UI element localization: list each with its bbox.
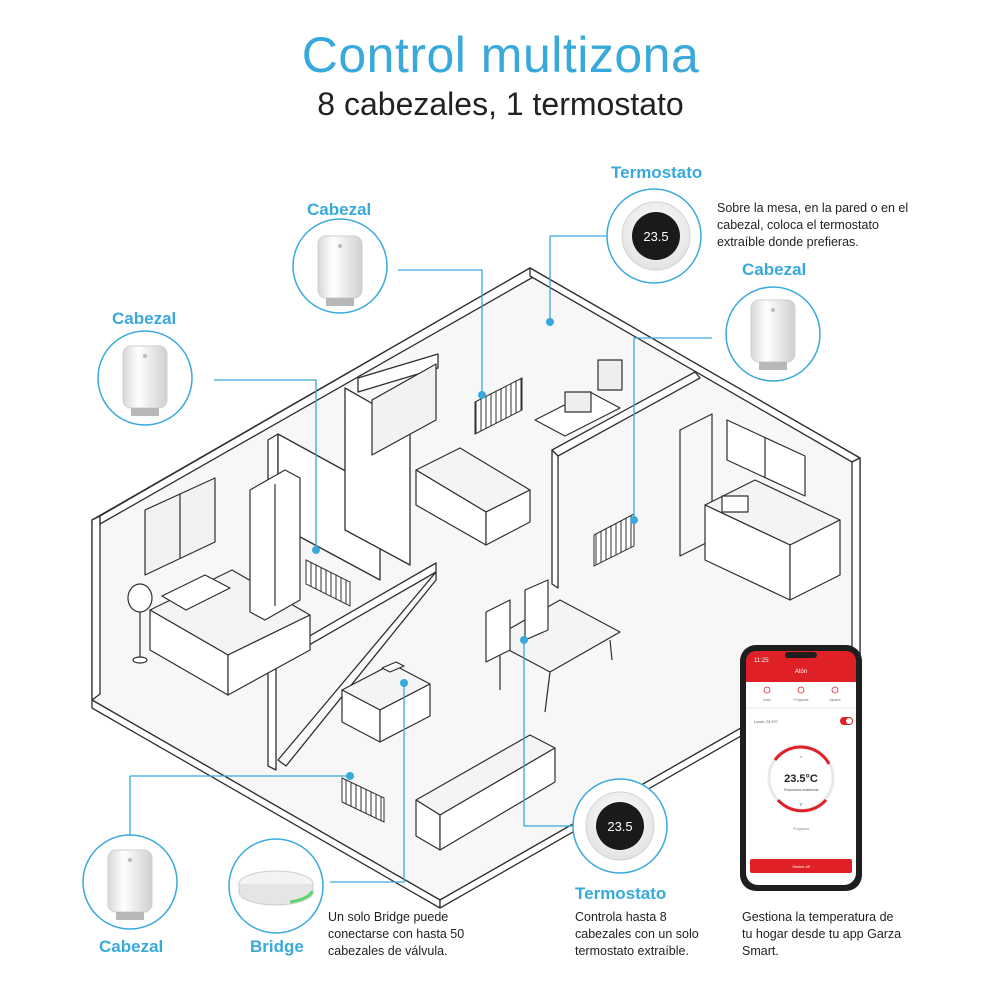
- app-switch-off-button: [750, 859, 852, 873]
- cabezal-top-icon: [292, 218, 388, 314]
- termostato-top-label: Termostato: [611, 163, 703, 182]
- callout-dots: [312, 318, 638, 780]
- termostato-top-icon: 23.5: [606, 188, 702, 284]
- termostato-bottom-display: 23.5: [607, 819, 632, 834]
- callout-lines: [129, 235, 712, 883]
- radiators: [305, 377, 635, 823]
- cabezal-left-icon: [97, 330, 193, 426]
- termostato-bottom-label: Termostato: [575, 884, 667, 903]
- app-tab-inicio: Inicio: [763, 698, 771, 702]
- app-temperature-caption: Temperatura establecida: [784, 788, 819, 792]
- cabezal-bottom-icon: [82, 834, 178, 930]
- svg-text:v: v: [800, 802, 803, 808]
- svg-text:^: ^: [800, 756, 803, 762]
- furniture: [127, 359, 841, 851]
- termostato-bottom-description: Controla hasta 8 cabezales con un solo t…: [575, 910, 699, 958]
- bridge-description: Un solo Bridge puede conectarse con hast…: [328, 910, 465, 958]
- app-tab-ajustes: Ajustes: [829, 698, 840, 702]
- app-screen-title: Atón: [795, 669, 807, 675]
- cabezal-right-icon: [725, 286, 821, 382]
- page-title: Control multizona: [301, 27, 700, 83]
- cabezal-right-label: Cabezal: [742, 260, 807, 279]
- app-mode-label: Programa: [793, 827, 809, 831]
- bridge-icon: [228, 838, 324, 934]
- page-subtitle: 8 cabezales, 1 termostato: [317, 86, 684, 122]
- bridge-label: Bridge: [250, 937, 304, 956]
- cabezal-bottom-label: Cabezal: [99, 937, 164, 956]
- smartphone: 11:25 Atón Inicio Programa Ajustes Local…: [740, 645, 862, 891]
- app-status-time: 11:25: [754, 658, 769, 664]
- termostato-top-display: 23.5: [643, 229, 668, 244]
- app-description: Gestiona la temperatura de tu hogar desd…: [742, 910, 902, 958]
- app-temperature: 23.5°C: [784, 773, 818, 785]
- app-tab-programa: Programa: [794, 698, 809, 702]
- cabezal-top-label: Cabezal: [307, 200, 372, 219]
- cabezal-left-label: Cabezal: [112, 309, 177, 328]
- app-button-label: Switch off: [792, 864, 810, 869]
- termostato-bottom-icon: 23.5: [572, 778, 668, 874]
- app-row-label: Local: 23.5°C: [754, 719, 778, 724]
- termostato-top-description: Sobre la mesa, en la pared o en el cabez…: [717, 201, 909, 249]
